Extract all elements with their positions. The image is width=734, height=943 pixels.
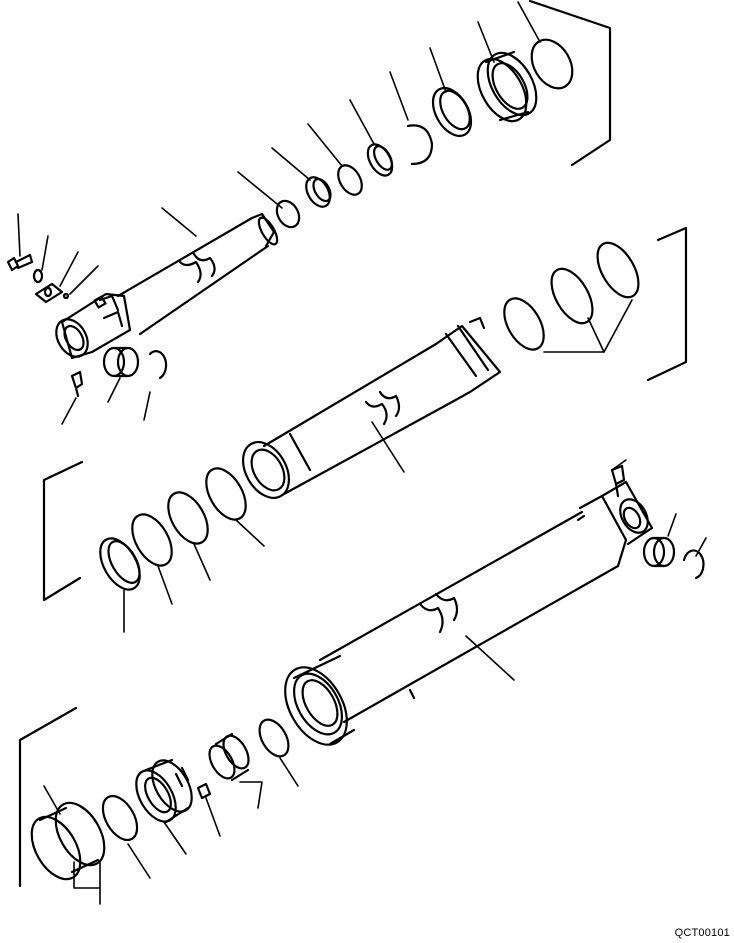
bushing-ring xyxy=(333,161,366,199)
seal-ring-left-2 xyxy=(160,486,216,550)
snap-ring-1 xyxy=(272,197,303,231)
rod-bushing xyxy=(104,348,138,376)
seal-ring-bottom xyxy=(96,790,144,846)
figure-reference-code: QCT00101 xyxy=(674,927,730,939)
tube-eye xyxy=(578,482,653,544)
piston-body xyxy=(234,318,500,506)
rod-eye xyxy=(50,294,130,362)
tube-bushing xyxy=(644,538,674,566)
bolt-icon xyxy=(8,255,32,270)
piston-group xyxy=(44,228,686,632)
wear-ring-bottom xyxy=(22,795,115,888)
cylinder-tube-group xyxy=(20,460,706,904)
cushion-ring xyxy=(204,731,253,782)
snap-ring-2 xyxy=(408,125,432,164)
snap-ring-rod-eye xyxy=(150,351,166,378)
washer-icon xyxy=(34,270,42,282)
piston-ring-2 xyxy=(543,262,601,330)
ball-icon xyxy=(64,294,68,298)
buffer-ring xyxy=(425,81,479,142)
group-bracket-left xyxy=(44,462,82,600)
seal-ring-left-1 xyxy=(124,508,180,572)
lock-plate-icon xyxy=(36,284,62,302)
snap-ring-tube-eye xyxy=(684,550,703,578)
grease-fitting-tube-icon xyxy=(612,466,624,496)
piston-rod-group xyxy=(8,1,610,424)
backup-ring xyxy=(523,32,580,95)
piston-ring-1 xyxy=(496,292,552,356)
piston-nut xyxy=(128,754,200,828)
wiper-ring xyxy=(301,173,334,211)
wear-ring-left xyxy=(92,532,148,596)
group-bracket-top xyxy=(530,1,610,165)
leader-lines-group3 xyxy=(44,460,706,904)
cylinder-tube xyxy=(272,496,626,755)
leader-lines-group1 xyxy=(18,2,540,424)
piston-rod xyxy=(118,214,281,334)
seal-ring-left-3 xyxy=(198,462,254,526)
grease-fitting-icon xyxy=(72,372,82,396)
leader-lines-group2 xyxy=(124,300,632,632)
cylinder-head xyxy=(468,45,547,130)
rod-packing xyxy=(363,140,397,179)
group-bracket-middle xyxy=(648,228,686,380)
piston-ring-3 xyxy=(589,236,647,304)
set-screw-icon xyxy=(198,784,210,798)
group-bracket-bottom xyxy=(20,708,76,886)
o-ring-bottom xyxy=(254,715,295,762)
